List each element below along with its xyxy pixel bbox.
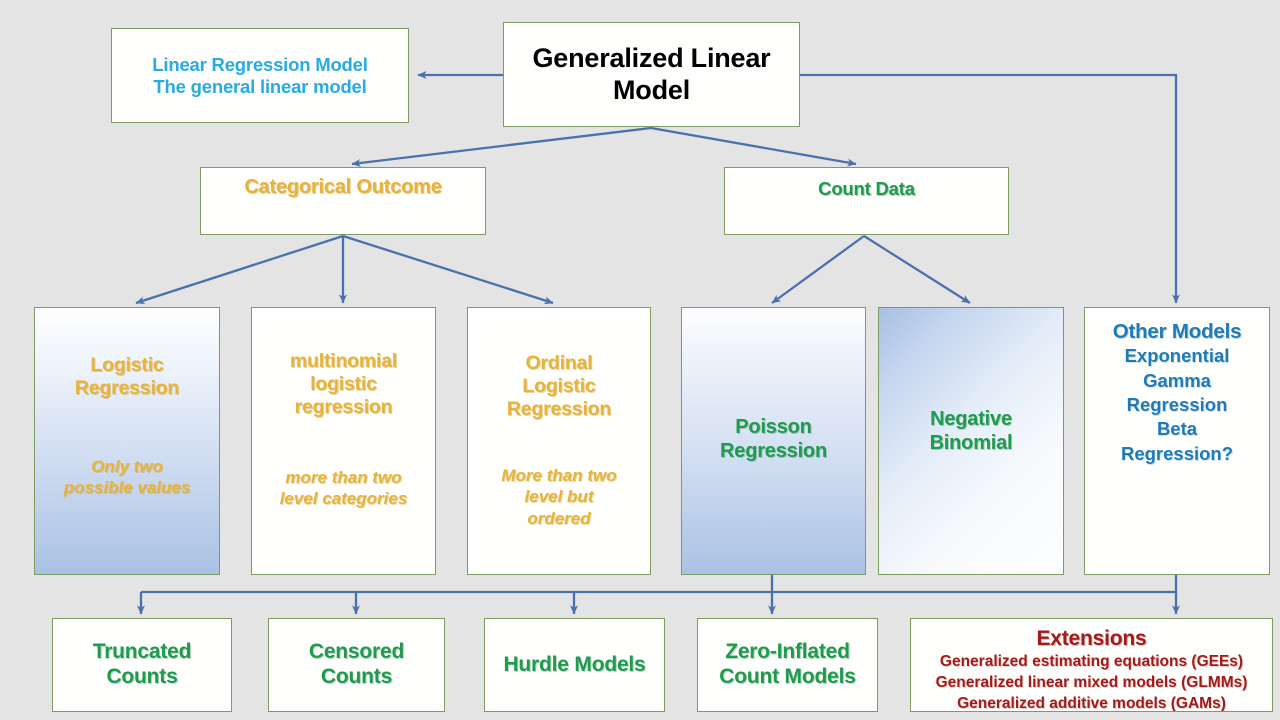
connector-count-to-poisson — [771, 235, 865, 304]
connector-categorical-to-logistic — [135, 234, 344, 305]
node-title: Count Data — [818, 178, 915, 199]
node-categorical-outcome[interactable]: Categorical Outcome — [200, 167, 486, 235]
node-extension-list: Generalized estimating equations (GEEs)G… — [935, 652, 1248, 712]
node-title: Extensions — [1036, 627, 1147, 650]
connector-count-to-negative-binomial — [863, 235, 971, 304]
connector-glm-to-categorical — [351, 126, 652, 167]
connector-categorical-to-ordinal — [342, 234, 554, 305]
node-title: Categorical Outcome — [244, 176, 442, 198]
connector-glm-to-count — [650, 126, 857, 167]
node-title: Other Models — [1112, 320, 1242, 343]
node-extensions[interactable]: Extensions Generalized estimating equati… — [910, 618, 1273, 712]
node-count-data[interactable]: Count Data — [724, 167, 1009, 235]
node-title: Hurdle Models — [503, 652, 646, 676]
node-hurdle-models[interactable]: Hurdle Models — [484, 618, 665, 712]
